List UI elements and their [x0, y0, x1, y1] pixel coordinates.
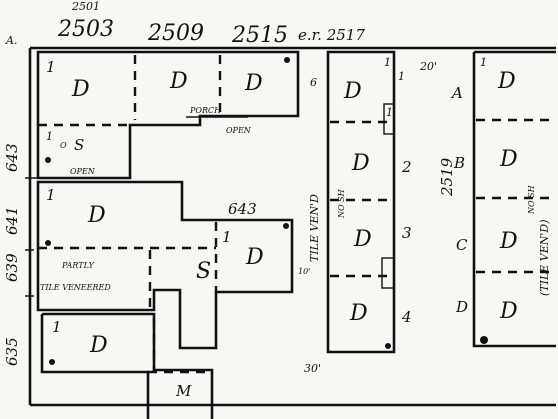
corner-dot-2 — [45, 157, 51, 163]
story-b5: 1 — [222, 228, 232, 246]
corner-dot-5 — [49, 359, 55, 365]
number-4: 4 — [401, 308, 412, 326]
use-b12: D — [499, 147, 518, 172]
no-sh-label: NO SH — [337, 188, 346, 219]
shed-sub: O — [60, 141, 67, 150]
building-dividers-top — [38, 55, 222, 127]
letter-D: D — [455, 298, 468, 316]
number-1: 1 — [398, 70, 405, 83]
use-b9: D — [353, 227, 372, 252]
left-number-635: 635 — [3, 337, 21, 366]
use-b3: D — [244, 71, 263, 96]
center-notch-2 — [381, 257, 395, 289]
small-1a: 1 — [384, 56, 391, 69]
mid-number-643: 643 — [228, 200, 257, 218]
corner-dot-7 — [480, 336, 488, 344]
building-641 — [36, 180, 294, 350]
top-number-2515: 2515 — [231, 23, 288, 48]
use-b8: D — [351, 151, 370, 176]
building-center — [326, 50, 396, 354]
left-number-641: 641 — [3, 206, 21, 235]
use-b5: D — [245, 245, 264, 270]
top-number-small: 2501 — [71, 0, 100, 13]
open-small-label: OPEN — [70, 167, 96, 176]
story-b4: 1 — [46, 186, 56, 204]
use-b2: D — [169, 69, 188, 94]
use-b6: D — [89, 333, 108, 358]
shed-label: S — [74, 136, 84, 154]
use-b10: D — [349, 301, 368, 326]
building-right — [472, 50, 556, 348]
shed-story: 1 — [46, 130, 53, 143]
tile-veneered-label: TILE VENEERED — [40, 283, 111, 292]
building-top-left — [36, 50, 300, 180]
shed-label-2: S — [196, 259, 211, 284]
partly-label: PARTLY — [61, 261, 94, 270]
number-3: 3 — [402, 224, 412, 242]
top-left-mark: A. — [5, 34, 17, 47]
use-b4: D — [87, 203, 106, 228]
dim-10: 10' — [298, 267, 310, 276]
number-2: 2 — [401, 158, 412, 176]
building-635 — [40, 312, 214, 419]
top-number-2509: 2509 — [147, 21, 204, 46]
letter-B: B — [453, 154, 465, 172]
building-635-dividers — [148, 318, 212, 374]
letter-C: C — [456, 236, 468, 254]
porch-label: PORCH — [189, 106, 222, 115]
corner-dot-6 — [385, 343, 391, 349]
top-number-2503: 2503 — [57, 17, 114, 42]
use-b14: D — [499, 299, 518, 324]
left-number-643: 643 — [3, 143, 21, 172]
no-sh-right-label: NO SH — [527, 184, 536, 215]
top-number-2517: e.r. 2517 — [298, 26, 365, 44]
dim-20: 20' — [419, 60, 437, 73]
story-b11: 1 — [480, 56, 487, 69]
story-b1: 1 — [46, 58, 56, 76]
letter-A: A — [450, 84, 463, 102]
use-b13: D — [499, 229, 518, 254]
porch-sub-label: OPEN — [226, 126, 252, 135]
use-b7: D — [343, 79, 362, 104]
corner-dot-1 — [284, 57, 290, 63]
center-notch-1 — [383, 103, 395, 135]
tile-vend-right-label: (TILE VEN'D) — [538, 219, 551, 296]
right-number-2519: 2519 — [438, 157, 456, 197]
use-b1: D — [71, 77, 90, 102]
building-right-dividers — [476, 118, 554, 274]
left-number-639: 639 — [3, 253, 21, 282]
tile-vend-label: TILE VEN'D — [308, 194, 321, 262]
story-b6: 1 — [52, 318, 62, 336]
number-6: 6 — [310, 76, 317, 89]
corner-dot-3 — [45, 240, 51, 246]
building-641-dividers — [38, 222, 218, 308]
dim-30: 30' — [304, 362, 321, 375]
corner-dot-4 — [283, 223, 289, 229]
block-outline — [28, 46, 556, 407]
use-b11: D — [497, 69, 516, 94]
m-label: M — [175, 382, 192, 400]
small-1b: 1 — [386, 106, 393, 119]
